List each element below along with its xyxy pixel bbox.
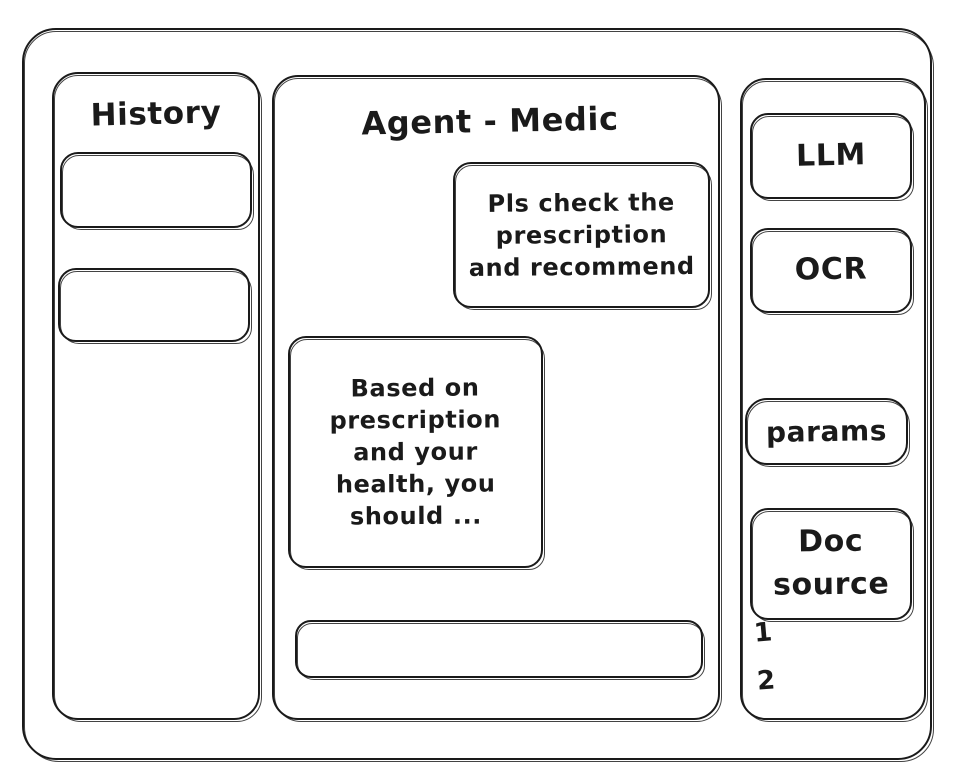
history-item[interactable] [58, 268, 252, 344]
user-message-bubble [453, 162, 712, 310]
tool-card-doc-source[interactable] [750, 508, 914, 622]
tool-card-params[interactable] [745, 398, 910, 467]
message-input[interactable] [295, 620, 705, 680]
assistant-message-bubble [288, 336, 545, 570]
history-item[interactable] [60, 152, 254, 230]
doc-source-list-item[interactable]: 2 [755, 665, 777, 697]
tool-card-llm[interactable] [750, 113, 914, 201]
tool-card-ocr[interactable] [750, 228, 914, 315]
doc-source-list-item[interactable]: 1 [752, 617, 774, 649]
